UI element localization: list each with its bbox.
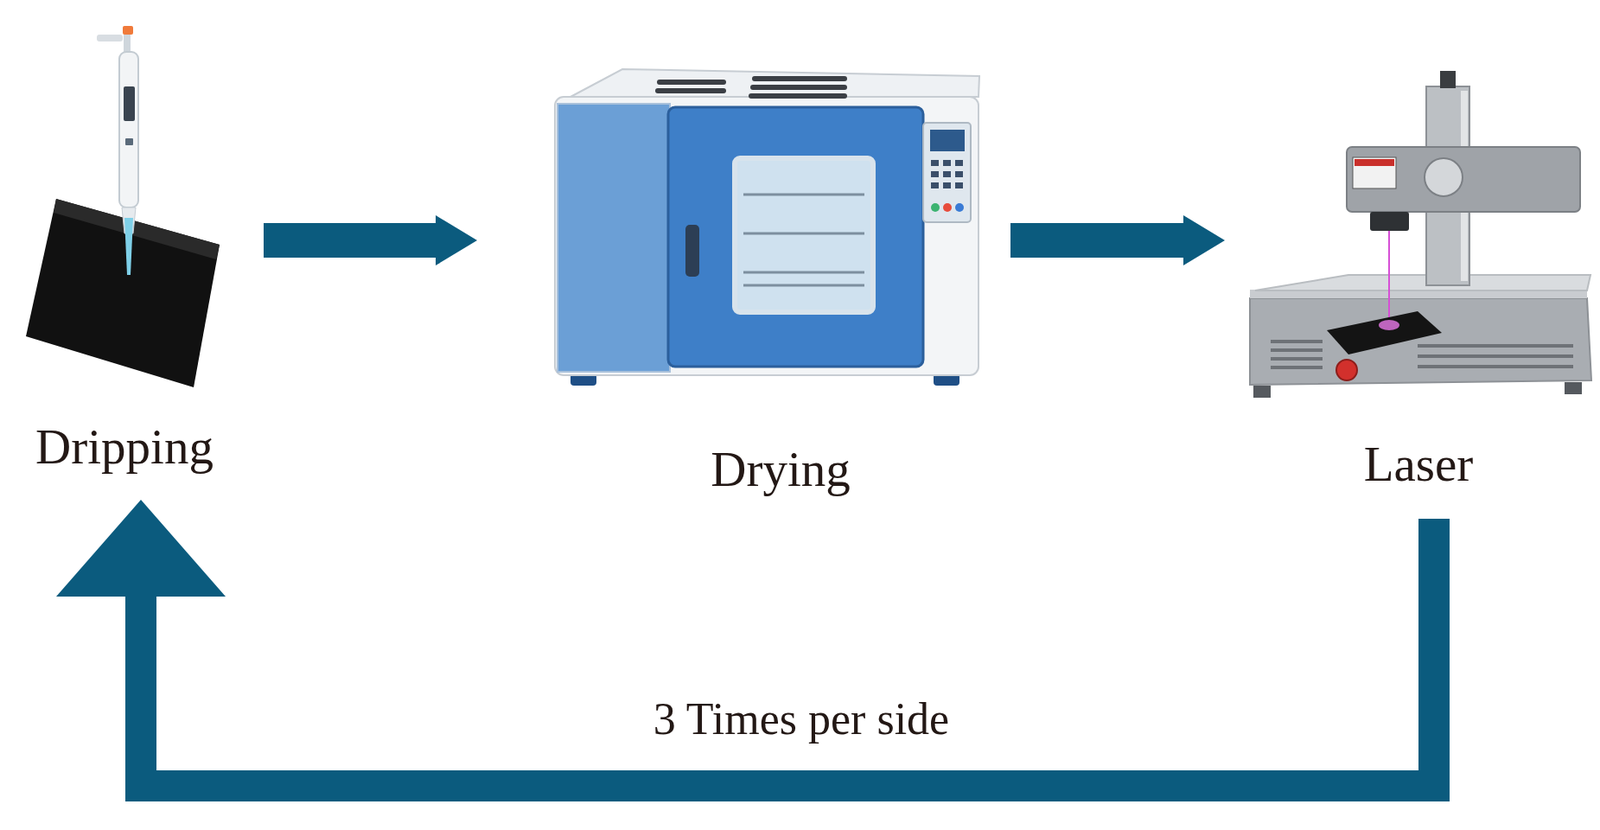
step-label: Laser	[1364, 435, 1474, 493]
process-step: Dripping	[12, 12, 264, 500]
arrow-head	[1183, 215, 1225, 266]
arrow-shaft	[1010, 223, 1184, 258]
arrow-head	[435, 215, 478, 266]
process-step: Laser	[1224, 60, 1595, 519]
pipette	[96, 25, 139, 275]
carbon-sheet	[25, 198, 220, 388]
step-label: Dripping	[35, 418, 214, 476]
sheet-edge	[53, 198, 220, 260]
flow-arrow	[1010, 215, 1225, 266]
arrow-head	[56, 499, 226, 597]
arrow-shaft	[263, 223, 436, 258]
return-line	[140, 518, 1435, 786]
process-step: Drying	[477, 60, 1011, 502]
repeat-label: 3 Times per side	[653, 693, 950, 746]
flow-arrow	[56, 499, 1435, 786]
step-label: Drying	[710, 440, 850, 498]
drying-oven	[554, 69, 980, 386]
laser-machine	[1249, 70, 1592, 398]
flow-arrow	[263, 215, 478, 266]
